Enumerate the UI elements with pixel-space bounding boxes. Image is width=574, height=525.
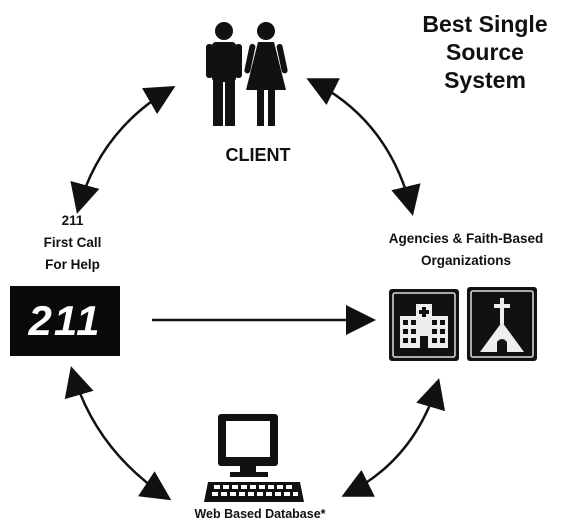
first-call-line-2: First Call: [43, 235, 102, 250]
computer-icon: [204, 414, 304, 502]
agencies-line-1: Agencies & Faith-Based: [388, 231, 544, 246]
agencies-line-2: Organizations: [420, 253, 511, 268]
box-211: 211: [10, 286, 120, 356]
first-call-line-1: 211: [61, 213, 84, 228]
web-database-label: Web Based Database*: [194, 507, 326, 521]
first-call-line-3: For Help: [45, 257, 100, 272]
first-call-label: 211 First Call For Help: [20, 210, 125, 276]
arrow-webdb-agencies: [341, 378, 446, 497]
agencies-label: Agencies & Faith-Based Organizations: [358, 228, 574, 272]
arrow-211-webdb: [64, 366, 172, 501]
arrow-client-211: [70, 85, 176, 214]
arrow-client-agencies: [306, 78, 421, 216]
client-label: CLIENT: [225, 145, 291, 165]
diagram-title: Best Single Source System: [396, 10, 574, 94]
title-line-3: System: [444, 67, 526, 93]
title-line-1: Best Single: [422, 11, 548, 37]
hospital-icon: [389, 289, 459, 361]
man-woman-icon: [206, 22, 288, 126]
title-line-2: Source: [446, 39, 524, 65]
church-icon: [467, 287, 537, 361]
